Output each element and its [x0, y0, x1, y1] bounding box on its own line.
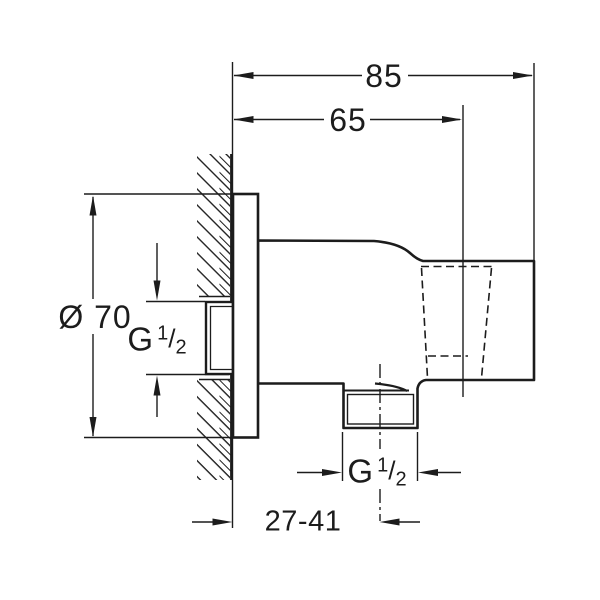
wall-flange: [231, 192, 260, 439]
arrow-85-right: [513, 72, 533, 79]
body-outline: [256, 239, 536, 430]
inlet-thread-denominator: 2: [175, 336, 187, 359]
inlet-thread-stub: [204, 300, 235, 376]
arrow-d70-bottom: [89, 417, 97, 437]
arrow-inlet-bottom: [153, 375, 161, 396]
dimension-lines: [84, 63, 535, 523]
dimension-label-holder-center-depth: 65: [329, 102, 367, 138]
dimension-arrowheads: [89, 72, 533, 526]
hidden-holder-cone: [420, 265, 493, 379]
arrow-d70-top: [89, 195, 97, 216]
wall-hatch: [197, 154, 231, 480]
arrow-2741-right: [379, 518, 400, 526]
outlet-thread-numerator: 1: [377, 454, 389, 477]
inlet-thread-numerator: 1: [157, 322, 169, 345]
inlet-thread-slash: /: [168, 323, 176, 354]
dimension-label-flange-diameter: Ø 70: [58, 299, 132, 335]
arrow-2741-left: [212, 518, 233, 526]
arrow-85-left: [233, 72, 254, 79]
arrow-65-right: [442, 116, 462, 123]
arrow-outlet-left: [322, 469, 342, 476]
outlet-thread-letter: G: [347, 452, 374, 490]
inlet-thread-letter: G: [127, 320, 154, 358]
dimension-label-total-depth: 85: [365, 58, 403, 94]
arrow-65-left: [233, 116, 254, 123]
dimension-label-wall-distance-range: 27-41: [264, 505, 342, 538]
outlet-thread-slash: /: [388, 455, 396, 486]
arrow-inlet-top: [153, 280, 161, 301]
arrow-outlet-right: [418, 469, 438, 476]
outlet-thread-denominator: 2: [395, 468, 407, 491]
